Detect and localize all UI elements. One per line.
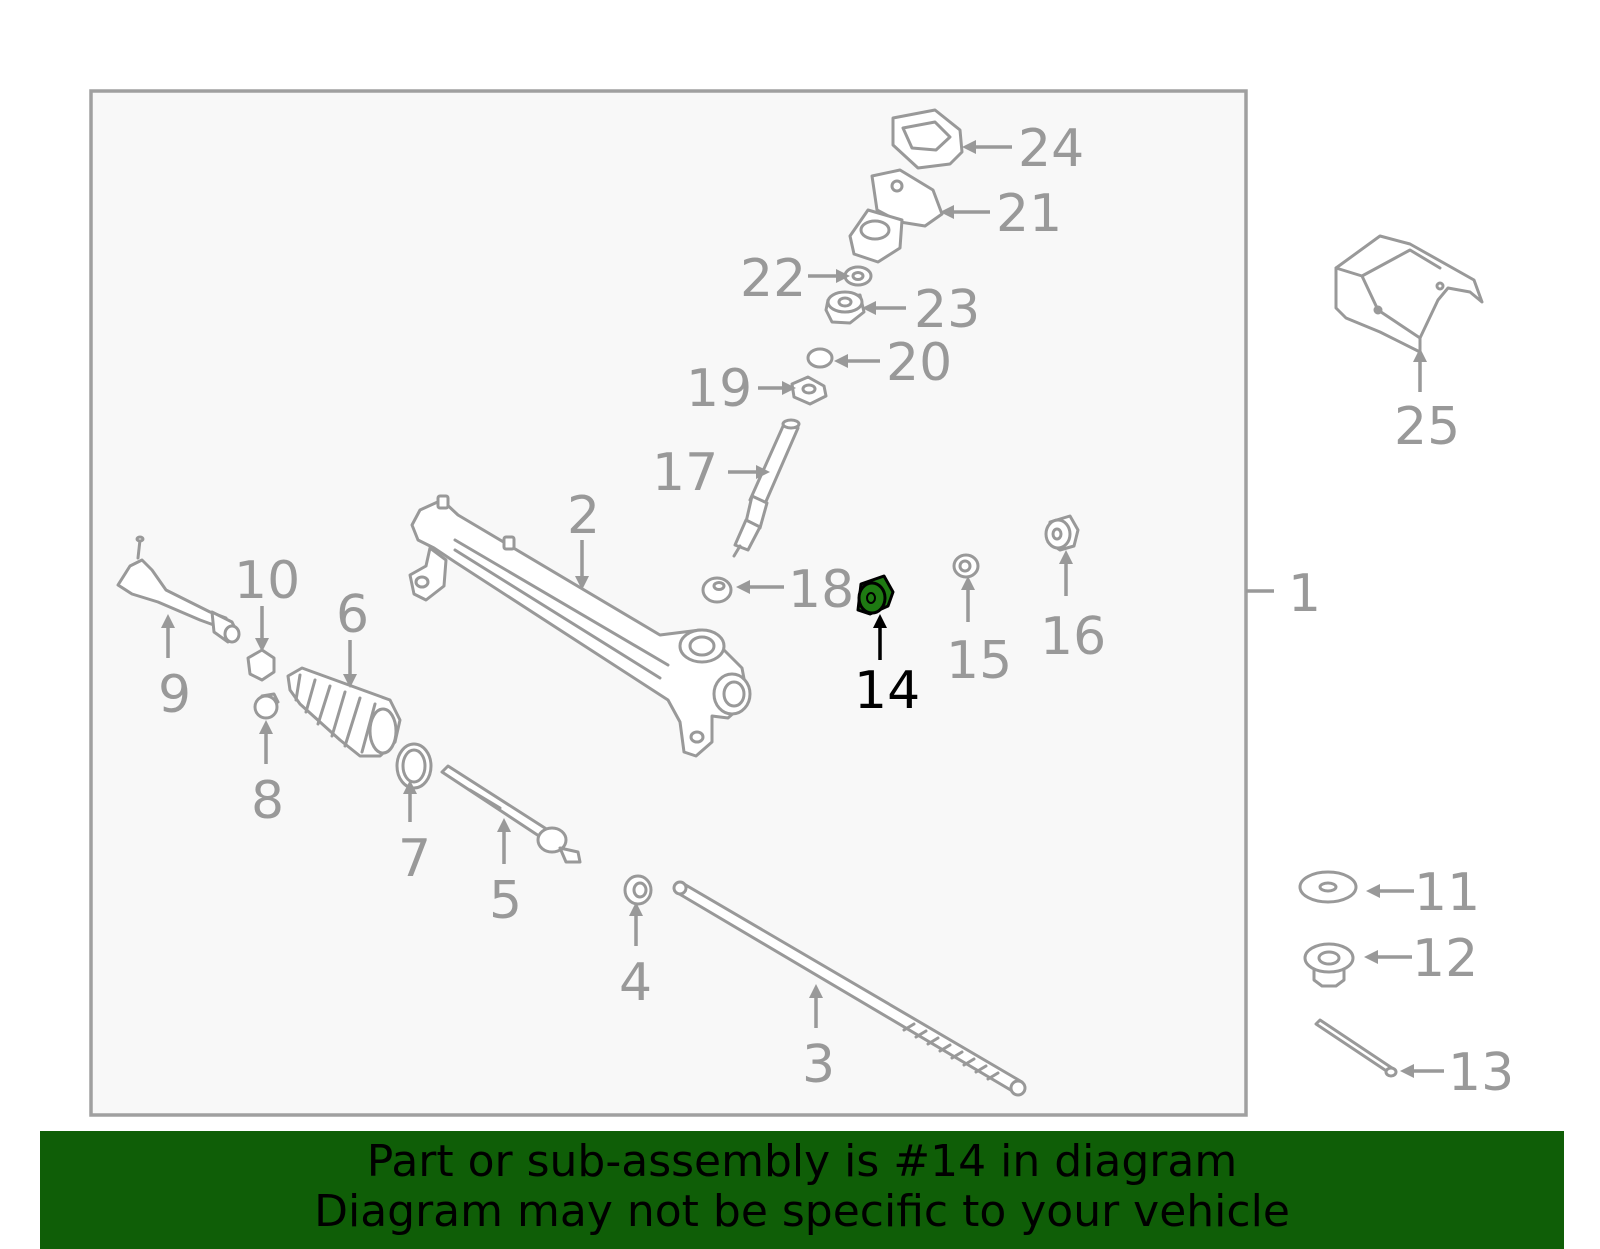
callout-8: 8 — [251, 771, 284, 831]
part-20-seal[interactable] — [806, 347, 834, 369]
part-11-washer[interactable] — [1298, 870, 1358, 904]
part-14-bushing-highlighted[interactable] — [856, 574, 895, 616]
callout-21: 21 — [996, 184, 1062, 244]
assembly-frame — [89, 89, 1248, 1117]
part-2-rack-housing[interactable] — [408, 494, 752, 758]
banner-vehicle-disclaimer: Diagram may not be specific to your vehi… — [314, 1186, 1290, 1237]
callout-7: 7 — [398, 829, 431, 889]
part-5-inner-tie-rod[interactable] — [440, 764, 582, 864]
part-7-clamp[interactable] — [395, 742, 433, 790]
callout-6: 6 — [336, 585, 369, 645]
callout-1: 1 — [1288, 564, 1321, 624]
banner-part-notice: Part or sub-assembly is #14 in diagram — [366, 1136, 1238, 1187]
callout-arrows — [161, 140, 1444, 1078]
callout-17: 17 — [652, 443, 718, 503]
callout-4: 4 — [619, 953, 652, 1013]
callout-14-highlighted: 14 — [854, 661, 920, 721]
part-21-housing[interactable] — [848, 168, 944, 264]
part-12-nut[interactable] — [1303, 942, 1355, 988]
callout-20: 20 — [886, 333, 952, 393]
part-13-bolt[interactable] — [1314, 1018, 1398, 1078]
callout-2: 2 — [567, 486, 600, 546]
callout-19: 19 — [686, 359, 752, 419]
part-9-tie-rod-end[interactable] — [116, 535, 241, 644]
part-19-nut[interactable] — [790, 375, 828, 406]
parts-diagram: 1 2 3 4 5 6 7 8 9 10 11 12 13 14 15 16 1… — [89, 89, 1514, 1117]
callout-11: 11 — [1414, 863, 1480, 923]
part-8-clamp[interactable] — [253, 692, 280, 720]
part-23-bushing[interactable] — [824, 290, 866, 325]
part-17-pinion-shaft[interactable] — [732, 418, 801, 558]
callout-10: 10 — [234, 551, 300, 611]
part-24-cover[interactable] — [891, 108, 964, 170]
part-4-clip[interactable] — [623, 874, 653, 906]
info-banner: Part or sub-assembly is #14 in diagram D… — [40, 1131, 1564, 1249]
callout-18: 18 — [788, 560, 854, 620]
part-3-rack[interactable] — [672, 880, 1027, 1097]
callout-12: 12 — [1412, 929, 1478, 989]
part-25-bracket[interactable] — [1334, 234, 1484, 354]
callout-5: 5 — [489, 871, 522, 931]
callout-24: 24 — [1018, 119, 1084, 179]
part-6-boot[interactable] — [286, 666, 402, 758]
part-16-bushing[interactable] — [1044, 514, 1080, 552]
part-15-bushing[interactable] — [952, 553, 980, 579]
callout-25: 25 — [1394, 397, 1460, 457]
part-18-bushing[interactable] — [701, 576, 733, 604]
callout-13: 13 — [1448, 1043, 1514, 1103]
callout-16: 16 — [1040, 607, 1106, 667]
callout-15: 15 — [946, 631, 1012, 691]
part-10-nut[interactable] — [246, 648, 276, 682]
callout-3: 3 — [802, 1035, 835, 1095]
callout-23: 23 — [914, 280, 980, 340]
callout-22: 22 — [740, 249, 806, 309]
callout-9: 9 — [158, 665, 191, 725]
